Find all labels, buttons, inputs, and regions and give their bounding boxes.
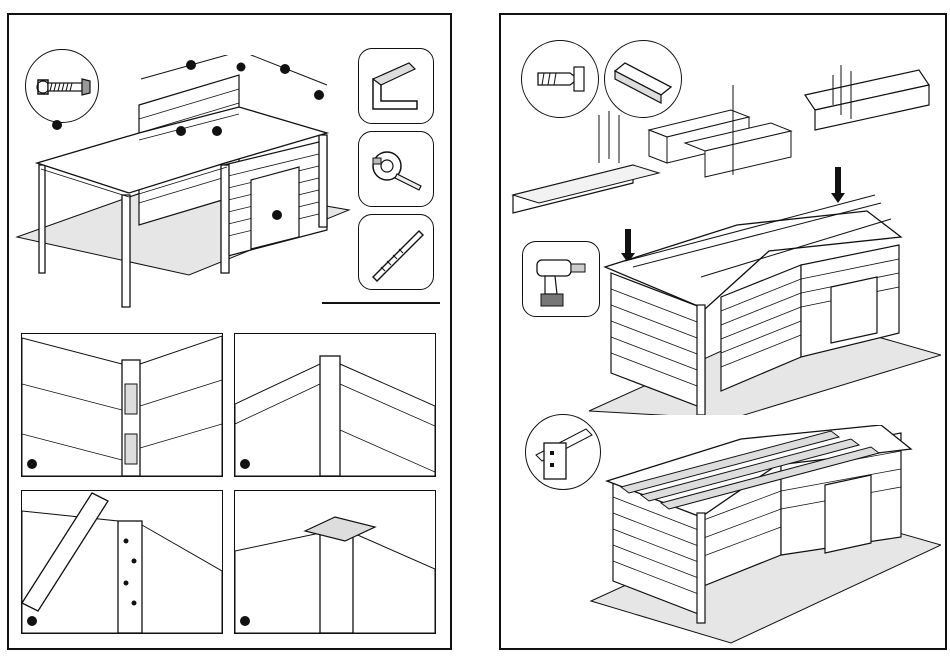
left-page	[7, 13, 452, 650]
right-page	[499, 13, 947, 650]
set-square-tile	[358, 48, 434, 124]
shed-walls-illustration	[9, 55, 354, 315]
roof-assembly-illustration	[511, 55, 941, 415]
drill-bit-tile	[358, 214, 434, 290]
detail-corner-1	[21, 333, 223, 477]
drill-bit-icon	[359, 215, 433, 289]
finished-roof-illustration	[581, 425, 941, 645]
detail-corner-3	[21, 490, 223, 634]
tape-measure-tile	[358, 131, 434, 207]
set-square-icon	[359, 49, 433, 123]
tape-measure-icon	[359, 132, 433, 206]
detail-corner-4	[234, 490, 436, 634]
detail-corner-2	[234, 333, 436, 477]
